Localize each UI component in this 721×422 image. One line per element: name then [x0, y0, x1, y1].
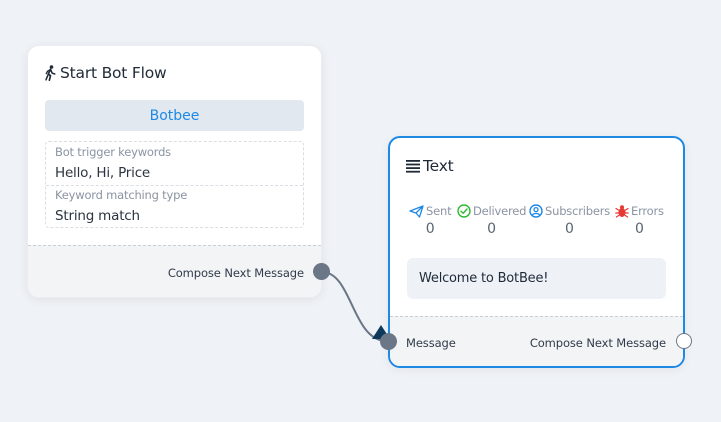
user-circle-icon: [529, 204, 543, 218]
text-node-title-text: Text: [423, 157, 454, 175]
stat-errors-value: 0: [634, 221, 644, 237]
matching-type-label: Keyword matching type: [55, 188, 188, 202]
connector-line[interactable]: [321, 271, 387, 342]
compose-next-message-label: Compose Next Message: [529, 336, 666, 350]
text-node-output-port[interactable]: [676, 333, 692, 349]
stat-delivered-label: Delivered: [473, 204, 527, 218]
trigger-keywords-label: Bot trigger keywords: [55, 145, 171, 159]
compose-next-message-label: Compose Next Message: [167, 266, 304, 280]
start-node-title: Start Bot Flow: [44, 64, 167, 82]
text-node-input-port[interactable]: [380, 333, 397, 350]
text-message-node[interactable]: Text Sent 0 Del: [388, 136, 685, 368]
matching-type-value: String match: [55, 208, 140, 224]
walking-person-icon: [44, 65, 57, 81]
stat-delivered-value: 0: [487, 221, 497, 237]
check-circle-icon: [457, 204, 471, 218]
botbee-button[interactable]: Botbee: [45, 100, 304, 131]
trigger-keywords-value: Hello, Hi, Price: [55, 165, 151, 181]
stat-subscribers: Subscribers 0: [529, 204, 610, 237]
stat-sent: Sent 0: [409, 204, 452, 237]
bug-icon: [615, 204, 629, 218]
message-input-label: Message: [406, 336, 456, 350]
stat-sent-label: Sent: [426, 204, 452, 218]
start-node-title-text: Start Bot Flow: [60, 64, 167, 82]
start-node-output-port[interactable]: [313, 263, 330, 280]
matching-type-row[interactable]: Keyword matching type String match: [46, 185, 303, 229]
stat-sent-value: 0: [425, 221, 435, 237]
text-node-title: Text: [406, 157, 454, 175]
paper-plane-icon: [409, 204, 424, 218]
align-justify-icon: [406, 159, 420, 173]
start-node-footer: Compose Next Message: [28, 245, 321, 297]
stat-delivered: Delivered 0: [457, 204, 526, 237]
stat-subscribers-value: 0: [565, 221, 574, 237]
text-node-footer: Message Compose Next Message: [390, 316, 683, 366]
trigger-keywords-row[interactable]: Bot trigger keywords Hello, Hi, Price: [46, 142, 303, 186]
stat-errors-label: Errors: [631, 204, 664, 218]
stat-subscribers-label: Subscribers: [545, 204, 611, 218]
message-preview[interactable]: Welcome to BotBee!: [407, 258, 666, 299]
start-bot-flow-node[interactable]: Start Bot Flow Botbee Bot trigger keywor…: [27, 45, 322, 298]
keyword-settings-box: Bot trigger keywords Hello, Hi, Price Ke…: [45, 141, 304, 228]
stat-errors: Errors 0: [615, 204, 664, 237]
message-stats: Sent 0 Delivered 0: [390, 204, 683, 248]
